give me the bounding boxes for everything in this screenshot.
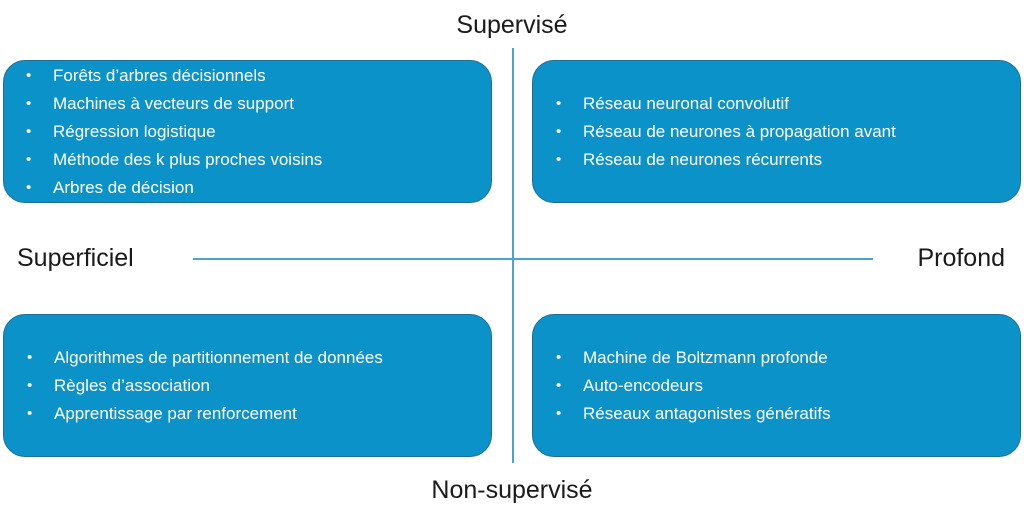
quadrant-supervised-shallow: •Forêts d’arbres décisionnels •Machines … xyxy=(3,60,492,203)
bullet-icon: • xyxy=(556,122,562,140)
vertical-axis-line xyxy=(512,48,514,463)
bullet-icon: • xyxy=(27,376,33,394)
list-item: •Forêts d’arbres décisionnels xyxy=(26,62,322,90)
horizontal-axis-line xyxy=(193,258,873,260)
bullet-icon: • xyxy=(556,404,562,422)
axis-label-deep: Profond xyxy=(917,244,1005,272)
list-item: •Machine de Boltzmann profonde xyxy=(556,344,831,372)
list-item: •Réseaux antagonistes génératifs xyxy=(556,400,831,428)
bullet-icon: • xyxy=(556,348,562,366)
quadrant-unsupervised-deep: •Machine de Boltzmann profonde •Auto-enc… xyxy=(532,314,1021,457)
bullet-icon: • xyxy=(556,376,562,394)
bullet-icon: • xyxy=(26,94,32,112)
bullet-icon: • xyxy=(27,348,33,366)
list-item: •Réseau neuronal convolutif xyxy=(556,90,896,118)
quadrant-list: •Algorithmes de partitionnement de donné… xyxy=(4,344,383,428)
quadrant-supervised-deep: •Réseau neuronal convolutif •Réseau de n… xyxy=(532,60,1021,203)
axis-label-shallow: Superficiel xyxy=(17,244,134,272)
list-item: •Règles d’association xyxy=(27,372,383,400)
list-item: •Méthode des k plus proches voisins xyxy=(26,146,322,174)
quadrant-list: •Réseau neuronal convolutif •Réseau de n… xyxy=(533,90,896,174)
list-item: •Apprentissage par renforcement xyxy=(27,400,383,428)
axis-label-supervised: Supervisé xyxy=(456,11,568,39)
quadrant-list: •Machine de Boltzmann profonde •Auto-enc… xyxy=(533,344,831,428)
list-item: •Auto-encodeurs xyxy=(556,372,831,400)
bullet-icon: • xyxy=(556,94,562,112)
list-item: •Réseau de neurones à propagation avant xyxy=(556,118,896,146)
list-item: •Arbres de décision xyxy=(26,174,322,202)
bullet-icon: • xyxy=(26,150,32,168)
axis-label-unsupervised: Non-supervisé xyxy=(431,476,593,504)
list-item: •Algorithmes de partitionnement de donné… xyxy=(27,344,383,372)
list-item: •Réseau de neurones récurrents xyxy=(556,146,896,174)
bullet-icon: • xyxy=(26,178,32,196)
list-item: •Régression logistique xyxy=(26,118,322,146)
bullet-icon: • xyxy=(556,150,562,168)
bullet-icon: • xyxy=(26,122,32,140)
quadrant-list: •Forêts d’arbres décisionnels •Machines … xyxy=(4,62,322,202)
bullet-icon: • xyxy=(27,404,33,422)
quadrant-unsupervised-shallow: •Algorithmes de partitionnement de donné… xyxy=(3,314,492,457)
list-item: •Machines à vecteurs de support xyxy=(26,90,322,118)
bullet-icon: • xyxy=(26,66,32,84)
